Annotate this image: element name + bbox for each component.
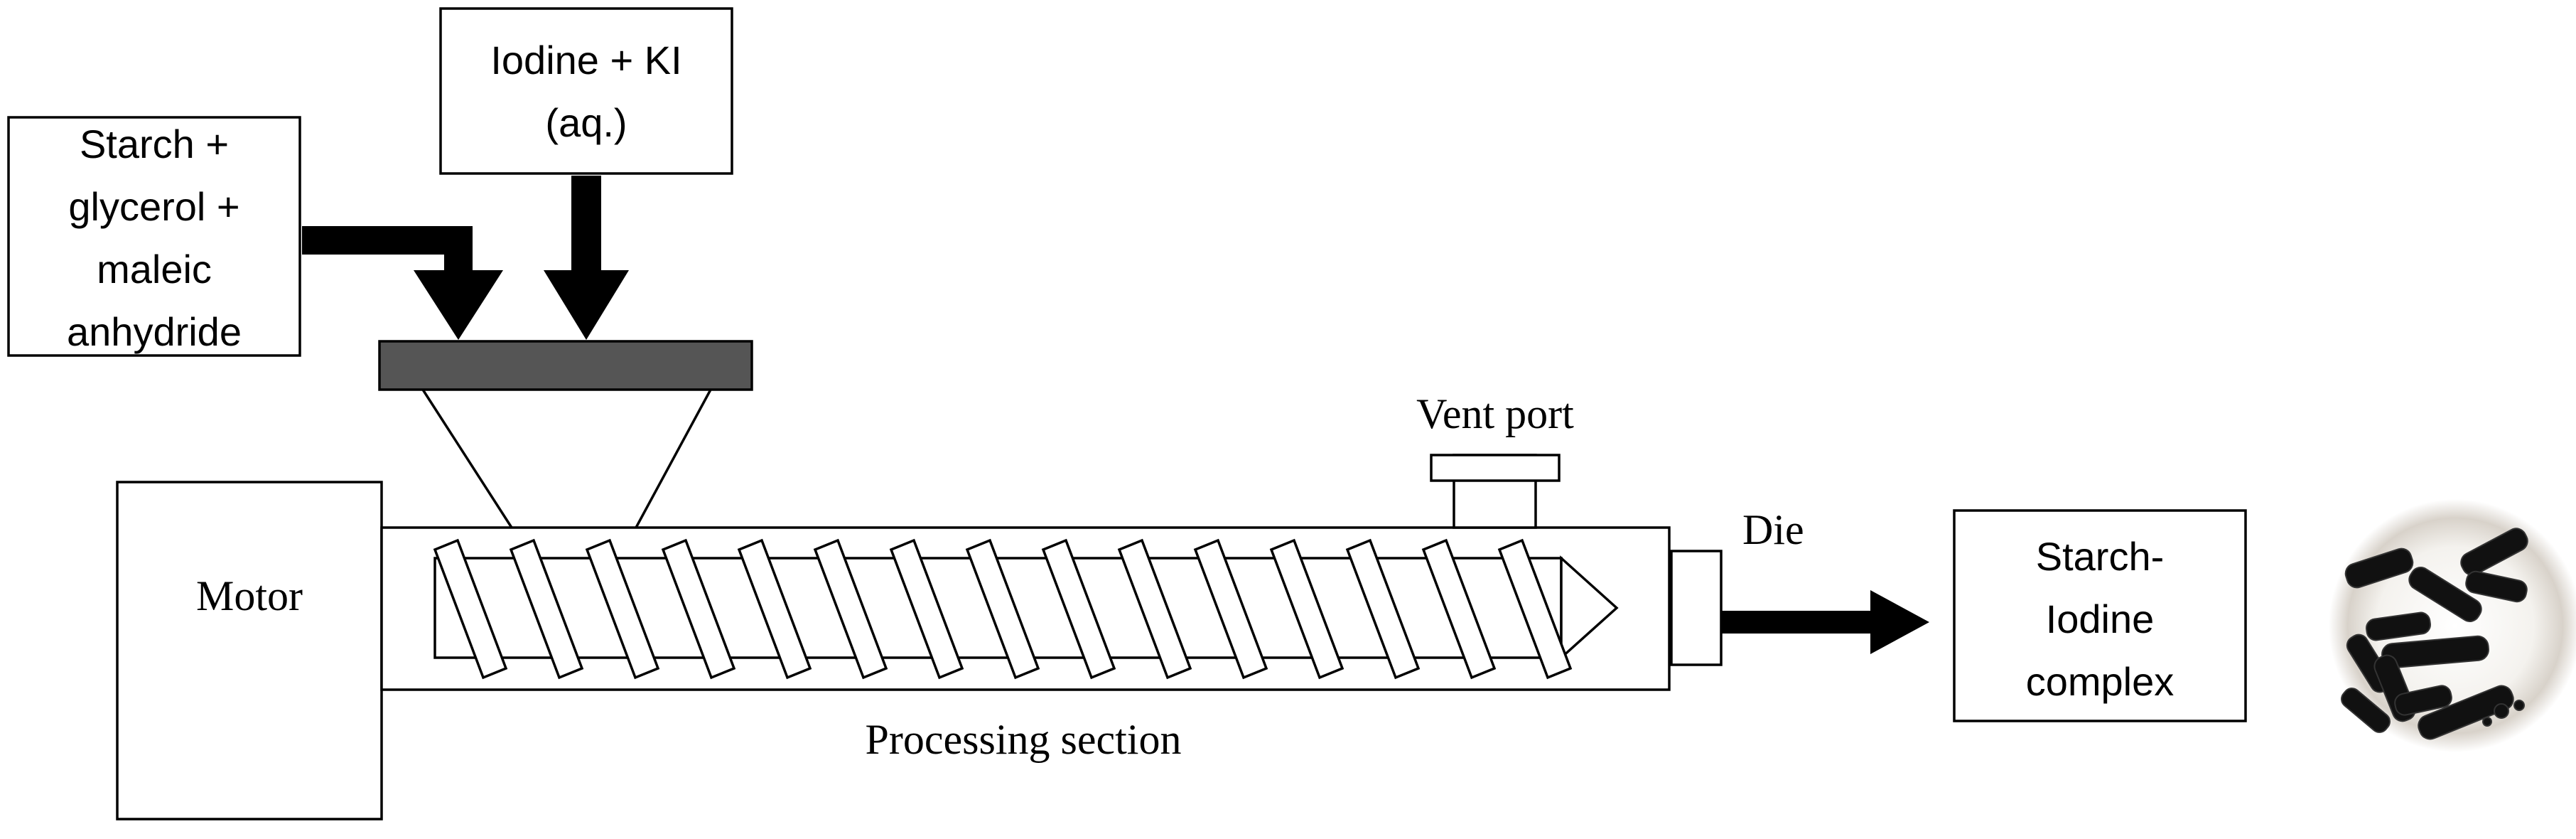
vent-port-label: Vent port [1416, 390, 1574, 437]
pellet-photo [2329, 499, 2576, 752]
screw [433, 538, 1619, 680]
screw-flight [1497, 538, 1573, 680]
screw-tip [1560, 555, 1619, 661]
iodine-line-2: (aq.) [545, 100, 627, 145]
starch-mix-line-2: glycerol + [68, 184, 239, 229]
screw-flight [585, 538, 660, 680]
screw-flight [1041, 538, 1116, 680]
product-line-2: Iodine [2046, 597, 2155, 641]
starch-mix-line-3: maleic [97, 247, 212, 292]
iodine-input-box: Iodine + KI (aq.) [439, 7, 733, 175]
vent-port: Vent port [1416, 390, 1574, 529]
starch-feed-arrow [302, 226, 503, 340]
screw-flight [509, 538, 584, 680]
hopper-top-plate [378, 340, 753, 391]
screw-flight [1117, 538, 1192, 680]
processing-section-label: Processing section [866, 716, 1182, 763]
iodine-feed-arrow [544, 176, 629, 340]
die: Die [1670, 506, 1804, 666]
starch-mix-input-box: Starch + glycerol + maleic anhydride [7, 116, 301, 357]
screw-flights [433, 538, 1573, 680]
vent-port-cap [1430, 454, 1561, 482]
motor-box: Motor [116, 481, 383, 821]
screw-flight [1421, 538, 1497, 680]
screw-flight [433, 538, 508, 680]
screw-flight [1345, 538, 1421, 680]
screw-flight [1269, 538, 1344, 680]
die-block [1670, 550, 1723, 666]
starch-mix-line-1: Starch + [80, 122, 229, 166]
motor-label: Motor [196, 572, 303, 619]
output-arrow [1721, 590, 1929, 654]
product-line-1: Starch- [2036, 534, 2165, 579]
hopper [378, 340, 753, 528]
screw-flight [1193, 538, 1268, 680]
product-output-box: Starch- Iodine complex [1953, 509, 2247, 722]
screw-flight [813, 538, 888, 680]
screw-flight [965, 538, 1040, 680]
die-label: Die [1742, 506, 1804, 553]
product-line-3: complex [2026, 659, 2174, 704]
pellets [2341, 528, 2528, 740]
screw-flight [889, 538, 964, 680]
starch-mix-line-4: anhydride [67, 309, 242, 354]
screw-flight [661, 538, 736, 680]
iodine-line-1: Iodine + KI [490, 38, 681, 82]
screw-flight [737, 538, 812, 680]
